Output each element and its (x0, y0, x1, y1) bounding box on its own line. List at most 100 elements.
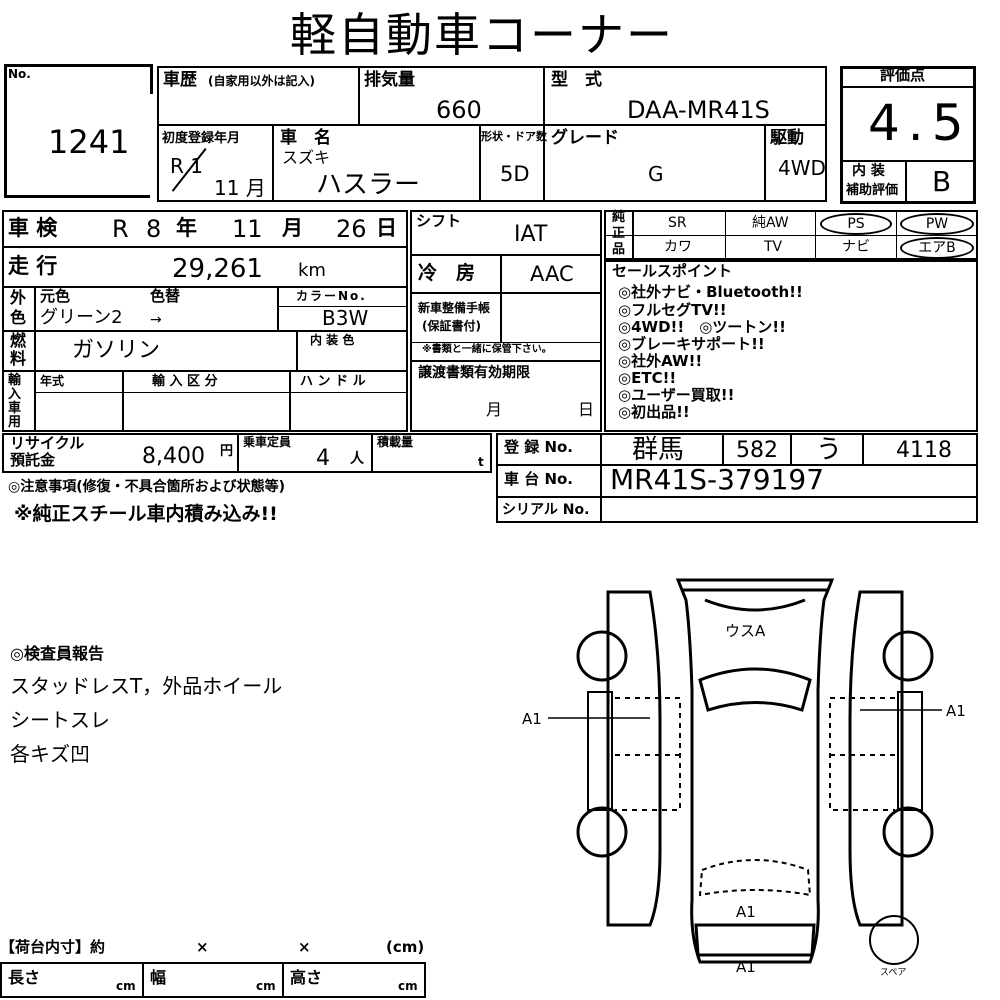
cargo-height-unit: cm (398, 979, 418, 993)
inspection-month-unit: 月 (282, 216, 303, 240)
transfer-day: 日 (578, 400, 595, 419)
color-code-value: B3W (322, 306, 369, 330)
inspector-label: ◎検査員報告 (10, 644, 104, 663)
sales-point-item: ◎4WD!! ◎ツートン!! (618, 318, 786, 336)
inspection-year: 8 (146, 215, 162, 243)
first-reg-month: 11 月 (214, 176, 266, 200)
equip-alloy-wheel: 純AW (752, 215, 789, 231)
left-damage-label: A1 (522, 710, 542, 728)
displacement-value: 660 (436, 96, 482, 124)
model-label: 型 式 (551, 70, 602, 90)
recycle-label-1: リサイクル (10, 434, 85, 452)
score-box (840, 66, 976, 204)
inspector-line: スタッドレスT，外品ホイール (10, 674, 283, 698)
equip-ps-circled: PS (820, 213, 892, 235)
registration-kana: う (816, 435, 843, 465)
vehicle-info-box (157, 66, 827, 202)
registration-box (496, 433, 978, 523)
lot-number: 1241 (48, 123, 130, 161)
cargo-x2: × (298, 938, 311, 956)
mileage-unit: km (298, 260, 326, 281)
change-color-label: 色替 (150, 287, 181, 305)
inspector-line: 各キズ凹 (10, 742, 90, 766)
page-title: 軽自動車コーナー (290, 8, 674, 62)
capacity-unit: 人 (350, 451, 364, 467)
ac-value: AAC (530, 262, 574, 286)
inspection-year-unit: 年 (176, 216, 197, 240)
inspector-line: シートスレ (10, 708, 110, 732)
orig-color-value: グリーン2 (40, 307, 123, 328)
model-value: DAA-MR41S (627, 96, 770, 124)
grade-value: G (648, 162, 664, 186)
import-handle-label: ハ ン ド ル (300, 374, 366, 389)
spare-label: スペア (880, 968, 906, 978)
fuel-side-label-2: 料 (10, 349, 27, 368)
color-side-label-2: 色 (10, 308, 27, 327)
equip-navi: ナビ (842, 239, 870, 255)
detail-box-middle (410, 210, 602, 432)
history-note: (自家用以外は記入) (208, 74, 315, 88)
cargo-width-label: 幅 (150, 968, 167, 987)
cargo-width-unit: cm (256, 979, 276, 993)
recycle-label-2: 預託金 (10, 451, 56, 469)
capacity-value: 4 (316, 446, 330, 471)
interior-label-2: 補助評価 (846, 183, 899, 198)
equip-side-3: 品 (612, 242, 626, 257)
notes-label: ◎注意事項(修復・不具合箇所および状態等) (8, 479, 286, 495)
registration-number: 4118 (896, 438, 952, 463)
color-code-label: カラーNo. (296, 289, 367, 303)
interior-score: B (932, 165, 952, 198)
rear-damage-label-1: A1 (736, 903, 756, 921)
doors-label: 形状・ドア数 (481, 130, 547, 143)
cargo-length-unit: cm (116, 979, 136, 993)
inspection-month: 11 (232, 215, 263, 243)
warranty-note: ※書類と一緒に保管下さい。 (422, 344, 552, 355)
car-maker: スズキ (282, 148, 331, 167)
serial-label: シリアル No. (502, 502, 590, 518)
lot-no-label: No. (8, 67, 31, 81)
fuel-side-label-1: 燃 (10, 331, 27, 350)
sales-point-item: ◎初出品!! (618, 403, 690, 421)
equip-tv: TV (764, 239, 783, 255)
interior-label-1: 内 装 (852, 163, 885, 179)
color-change-arrow: → (150, 312, 162, 328)
lot-box (4, 64, 153, 198)
import-side-label: 輸入車用 (8, 373, 22, 430)
shift-label: シフト (416, 212, 462, 230)
sales-point-item: ◎フルセグTV!! (618, 301, 727, 319)
history-label: 車歴 (163, 70, 197, 90)
car-name-label: 車 名 (280, 128, 331, 148)
import-type-label: 輸 入 区 分 (152, 374, 218, 389)
sales-point-item: ◎ETC!! (618, 369, 677, 387)
equip-pw-circled: PW (900, 213, 974, 235)
cargo-length-label: 長さ (8, 968, 41, 987)
transfer-label: 譲渡書類有効期限 (418, 365, 530, 381)
drive-value: 4WD (778, 156, 826, 180)
orig-color-label: 元色 (40, 287, 71, 305)
cargo-x1: × (196, 938, 209, 956)
equip-airbag-circled: エアB (900, 237, 974, 259)
sales-points-label: セールスポイント (612, 262, 733, 280)
cargo-height-label: 高さ (290, 968, 323, 987)
registration-class: 582 (736, 438, 778, 463)
detail-box-left (2, 210, 408, 432)
equip-leather: カワ (664, 239, 692, 255)
import-year-label: 年式 (40, 374, 65, 388)
warranty-label-2: (保証書付) (422, 319, 481, 333)
warranty-label-1: 新車整備手帳 (418, 301, 491, 315)
first-reg-label: 初度登録年月 (162, 131, 241, 146)
sales-point-item: ◎社外AW!! (618, 352, 703, 370)
displacement-label: 排気量 (364, 70, 415, 90)
color-side-label-1: 外 (10, 288, 27, 307)
sales-point-item: ◎ユーザー買取!! (618, 386, 735, 404)
front-damage-label: ウスA (725, 622, 766, 640)
cargo-unit: (cm) (386, 938, 425, 956)
score-label: 評価点 (880, 66, 926, 84)
transfer-month: 月 (486, 400, 503, 419)
notes-value: ※純正スチール車内積み込み!! (14, 503, 278, 525)
mileage-value: 29,261 (172, 254, 263, 284)
doors-value: 5D (500, 162, 530, 186)
equip-side-1: 純 (612, 210, 626, 225)
inspection-day: 26 (336, 215, 367, 243)
load-unit: t (478, 455, 484, 469)
